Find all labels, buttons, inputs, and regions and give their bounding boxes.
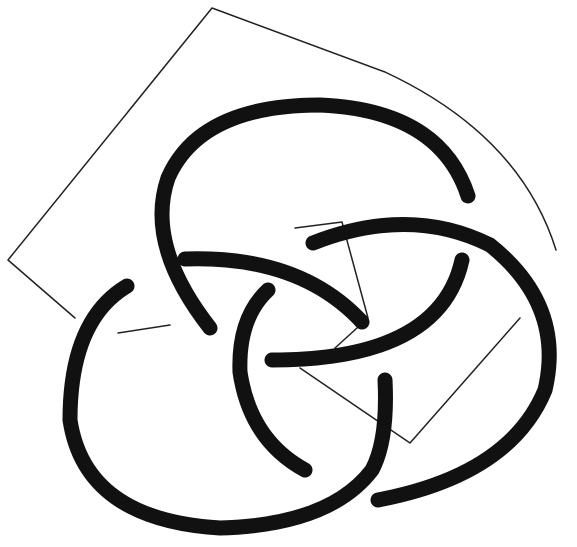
left-ring-arc-inner: [240, 290, 305, 470]
top-ring-arc-main: [162, 105, 468, 328]
right-ring-arc-main: [313, 224, 549, 500]
left-ring-arc-main: [70, 286, 385, 528]
